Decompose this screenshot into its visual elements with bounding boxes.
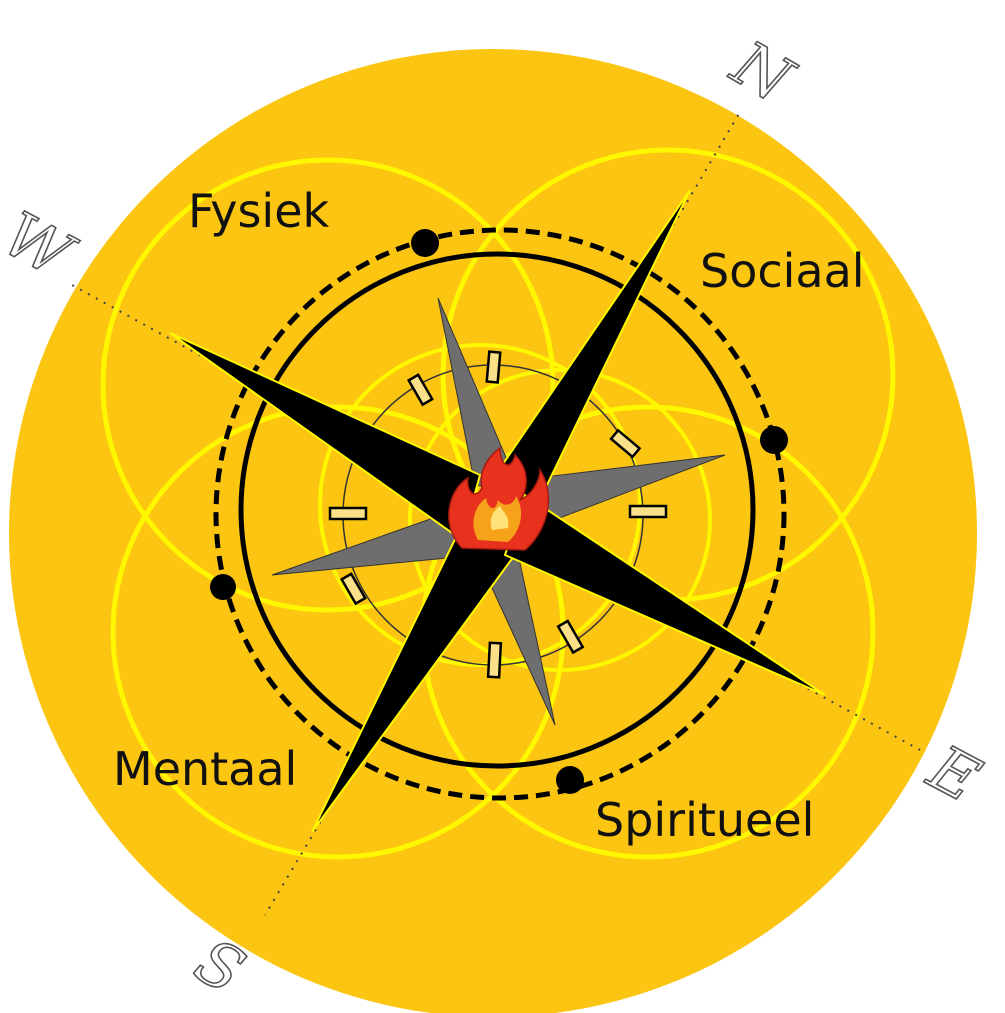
outer-dashed-ring xyxy=(213,227,787,801)
ring-ticks xyxy=(328,350,668,679)
label-spiritueel: Spiritueel xyxy=(595,793,814,847)
flame-icon xyxy=(448,446,550,551)
label-mentaal: Mentaal xyxy=(113,742,297,796)
direction-west: W xyxy=(0,197,86,293)
label-sociaal: Sociaal xyxy=(700,244,865,298)
label-fysiek: Fysiek xyxy=(188,184,330,238)
ring-markers xyxy=(210,229,788,794)
ring-inner-right xyxy=(408,368,712,672)
ring-top-left xyxy=(100,157,556,613)
secondary-needles xyxy=(271,297,726,726)
inner-solid-ring xyxy=(238,251,756,769)
main-needles xyxy=(169,189,826,833)
direction-north: N xyxy=(719,26,807,119)
